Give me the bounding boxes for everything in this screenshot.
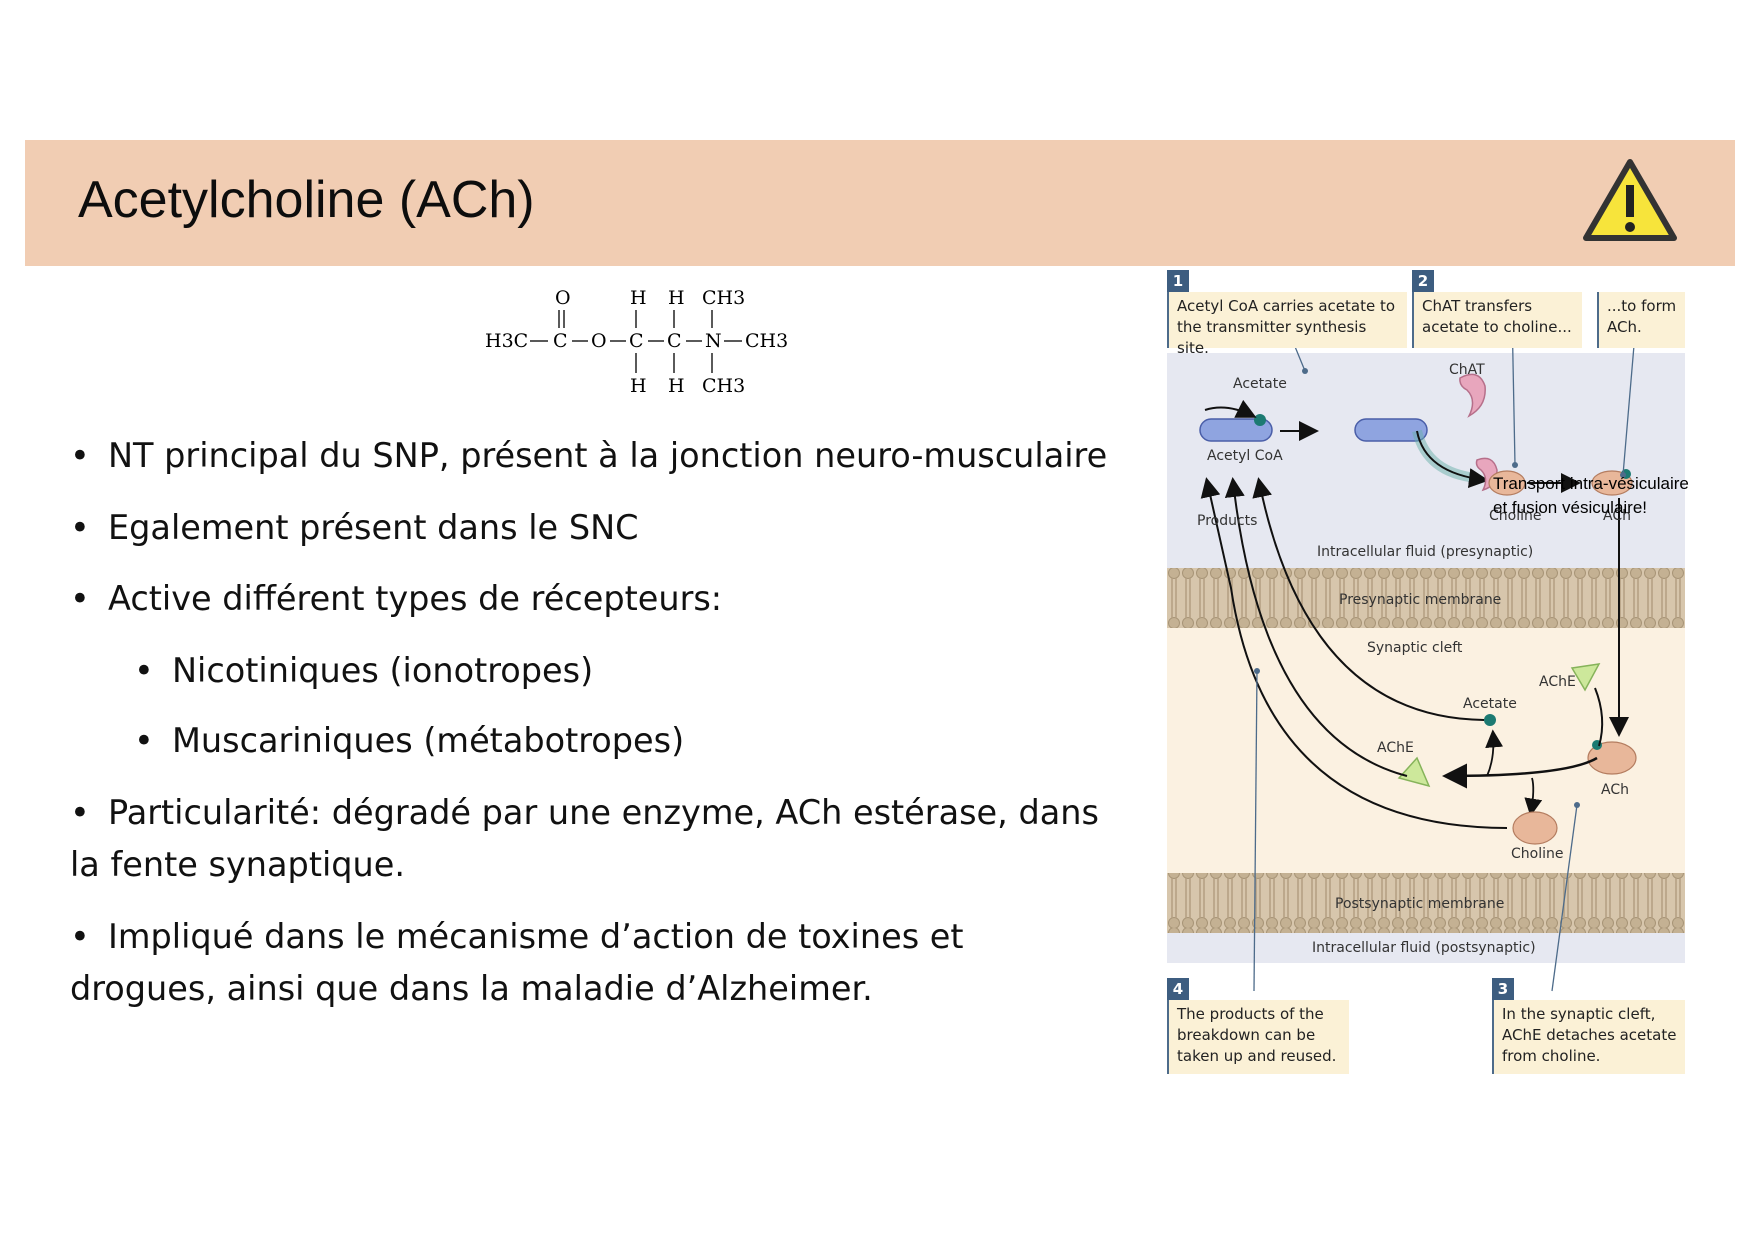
- label-postsynaptic-membrane: Postsynaptic membrane: [1335, 896, 1505, 912]
- label-synaptic-cleft: Synaptic cleft: [1367, 640, 1463, 656]
- label-intracellular-post: Intracellular fluid (postsynaptic): [1312, 940, 1536, 956]
- label-choline-top: Choline: [1489, 508, 1542, 524]
- label-acetate-cleft: Acetate: [1463, 696, 1517, 712]
- label-ach-cleft: ACh: [1601, 782, 1629, 798]
- formula-h-top2: H: [668, 287, 685, 309]
- warning-triangle-icon: [1575, 140, 1685, 266]
- annotation-line-1: Transport intra-vésiculaire: [1493, 474, 1689, 493]
- slide-title: Acetylcholine (ACh): [78, 171, 535, 229]
- bullet-item: • Particularité: dégradé par une enzyme,…: [70, 793, 1099, 884]
- formula-h-top1: H: [630, 287, 647, 309]
- label-acetyl-coa: Acetyl CoA: [1207, 448, 1283, 464]
- label-choline-cleft: Choline: [1511, 846, 1564, 862]
- formula-o-mid: O: [591, 330, 607, 352]
- step-2b-callout: ...to form ACh.: [1597, 292, 1685, 348]
- formula-h3c: H3C: [485, 330, 528, 352]
- formula-n: N: [705, 330, 722, 352]
- label-chat: ChAT: [1449, 362, 1485, 378]
- step-1-number: 1: [1167, 270, 1189, 292]
- step-2-number: 2: [1412, 270, 1434, 292]
- formula-ch3-top: CH3: [702, 287, 745, 309]
- step-2-callout: ChAT transfers acetate to choline...: [1412, 292, 1582, 348]
- title-bar: [25, 140, 1735, 266]
- annotation-line-2: et fusion vésiculaire!: [1493, 498, 1648, 517]
- step-1-callout: Acetyl CoA carries acetate to the transm…: [1167, 292, 1407, 357]
- label-ache-right: AChE: [1539, 674, 1576, 690]
- ach-synthesis-diagram: 1 Acetyl CoA carries acetate to the tran…: [1167, 268, 1689, 1078]
- diagram-graphic: [1167, 309, 1685, 992]
- formula-ch3-right: CH3: [745, 330, 788, 352]
- label-intracellular-pre: Intracellular fluid (presynaptic): [1317, 544, 1534, 560]
- formula-h-bot1: H: [630, 375, 647, 397]
- formula-ch3-bottom: CH3: [702, 375, 745, 397]
- formula-o-top: O: [555, 287, 571, 309]
- label-ach-top: ACh: [1603, 508, 1631, 524]
- formula-h-bot2: H: [668, 375, 685, 397]
- acetylcholine-structural-formula: H3C O C O C H H C H H N CH3 CH3 CH3: [485, 287, 788, 397]
- formula-c3: C: [667, 330, 682, 352]
- formula-c2: C: [629, 330, 644, 352]
- step-3-number: 3: [1492, 978, 1514, 1000]
- formula-c1: C: [553, 330, 568, 352]
- label-acetate-top: Acetate: [1233, 376, 1287, 392]
- label-products: Products: [1197, 513, 1258, 529]
- label-ache-left: AChE: [1377, 740, 1414, 756]
- step-4-number: 4: [1167, 978, 1189, 1000]
- step-4-callout: The products of the breakdown can be tak…: [1167, 1000, 1349, 1074]
- label-presynaptic-membrane: Presynaptic membrane: [1339, 592, 1502, 608]
- bullet-item: • Impliqué dans le mécanisme d’action de…: [70, 917, 964, 1008]
- step-3-callout: In the synaptic cleft, AChE detaches ace…: [1492, 1000, 1685, 1074]
